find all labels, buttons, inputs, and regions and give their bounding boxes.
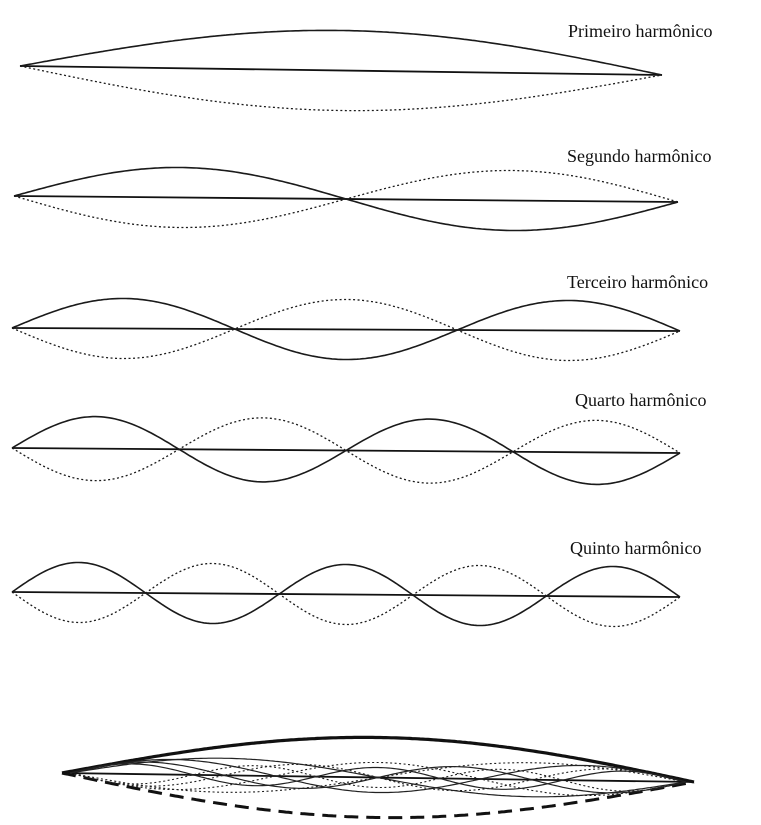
wave-dotted-mode-2 (14, 171, 678, 228)
label-fourth-harmonic: Quarto harmônico (575, 391, 706, 409)
wave-solid-mode-1 (20, 30, 662, 75)
string-axis-3 (12, 328, 680, 331)
label-first-harmonic: Primeiro harmônico (568, 22, 712, 40)
wave-solid-mode-4 (12, 417, 680, 485)
label-second-harmonic: Segundo harmônico (567, 147, 711, 165)
string-axis-5 (12, 592, 680, 597)
label-fifth-harmonic: Quinto harmônico (570, 539, 701, 557)
wave-dotted-mode-1 (20, 66, 662, 111)
string-axis-1 (20, 66, 662, 75)
label-third-harmonic: Terceiro harmônico (567, 273, 708, 291)
